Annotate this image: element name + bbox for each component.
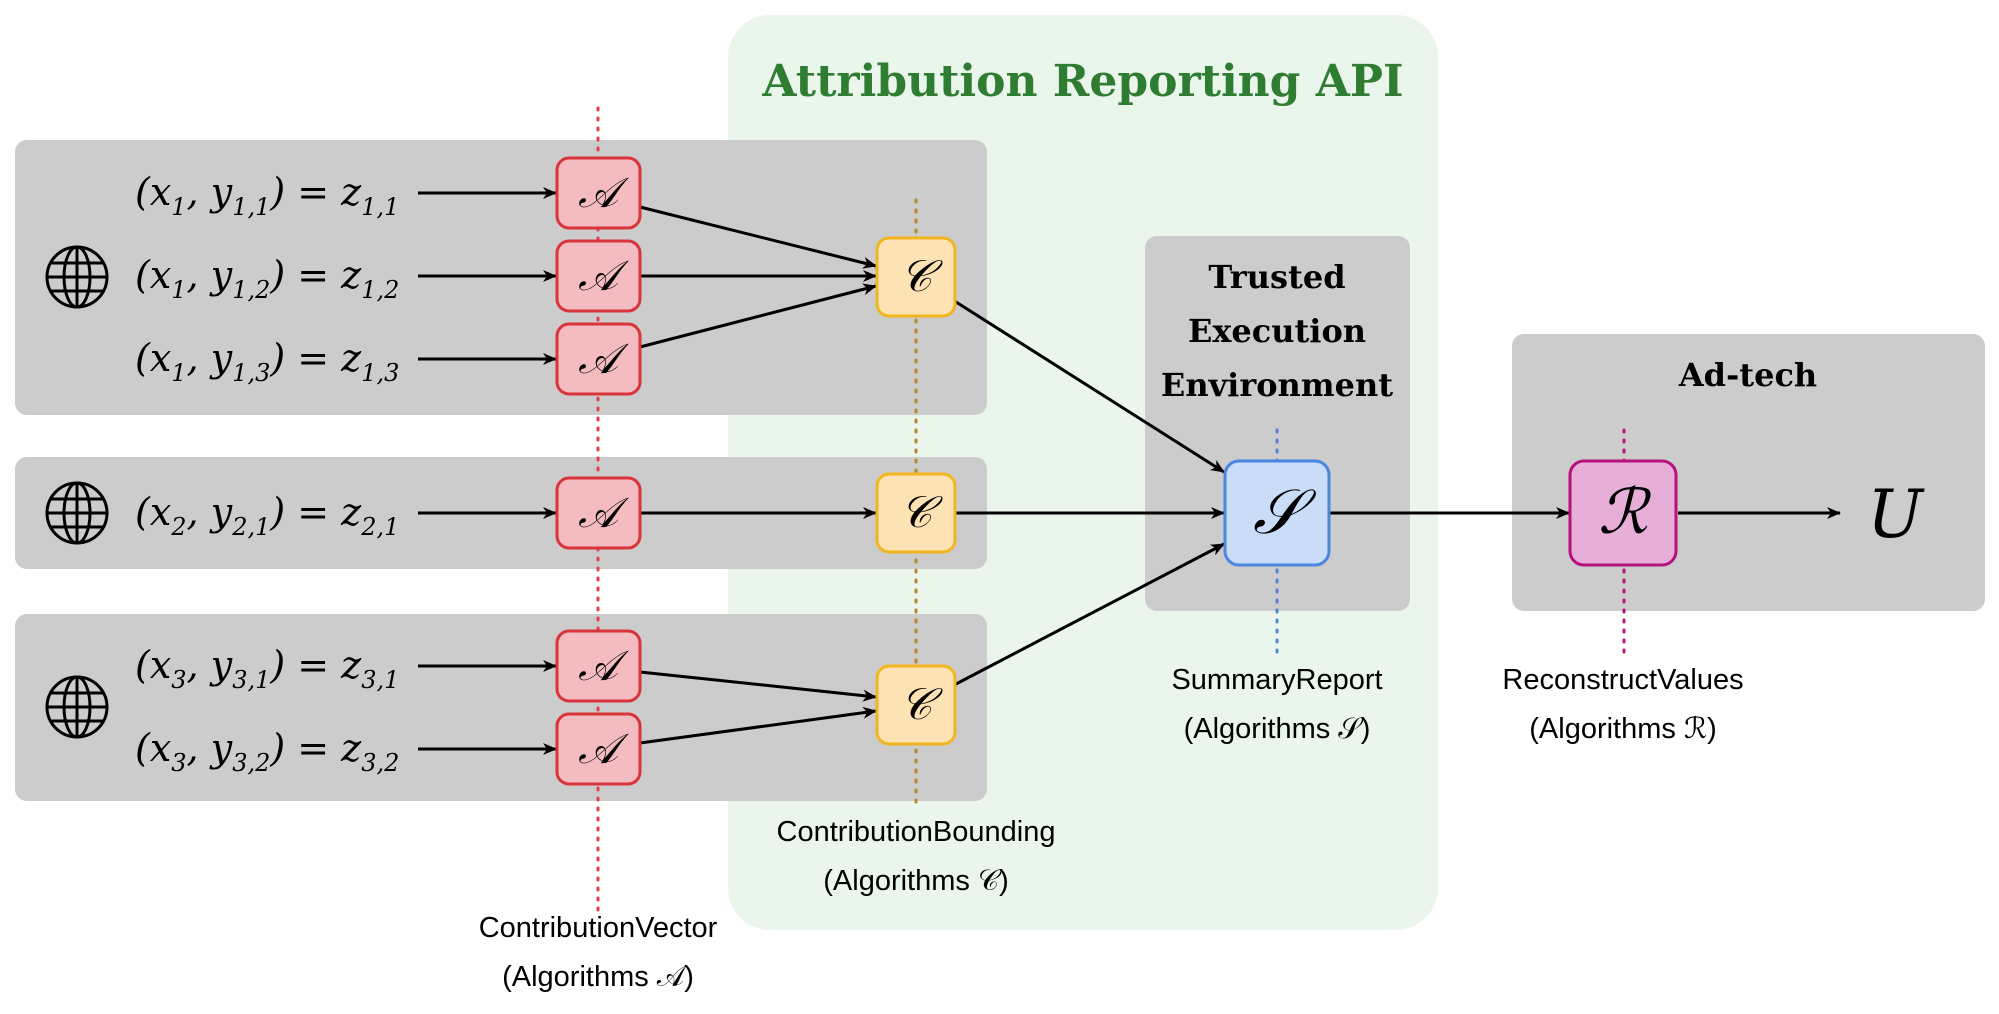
tee-title-line-1: Trusted — [1208, 258, 1345, 296]
arrow-a-3-1-to-c3 — [639, 670, 877, 702]
source-panel-3 — [15, 614, 987, 801]
globe-icon — [45, 675, 109, 739]
node-a-1-3: 𝒜 — [555, 322, 642, 396]
node-r: ℛ — [1568, 459, 1678, 567]
arrow-c3-to-s — [955, 542, 1225, 686]
globe-icon — [45, 245, 109, 309]
arrows — [418, 187, 1841, 755]
globe-icon — [45, 481, 109, 545]
label-contribution-bounding: ContributionBounding — [777, 816, 1056, 848]
node-c-3: 𝒞 — [875, 664, 957, 746]
arrow-a-3-2-to-c3 — [639, 706, 877, 745]
node-a-2-1: 𝒜 — [555, 476, 642, 550]
node-a-1-1: 𝒜 — [555, 156, 642, 230]
label-reconstruct-values: ReconstructValues — [1502, 664, 1743, 696]
node-a-3-1: 𝒜 — [555, 629, 642, 703]
node-s: 𝒮 — [1223, 459, 1331, 567]
adtech-title: Ad-tech — [1678, 356, 1817, 394]
node-a-3-2: 𝒜 — [555, 712, 642, 786]
label-contribution-bounding-algorithms: (Algorithms 𝒞) — [823, 865, 1009, 897]
tee-title-line-2: Execution — [1188, 312, 1366, 350]
output-u: U — [1867, 476, 1925, 553]
label-summary-report-algorithms: (Algorithms 𝒮) — [1184, 713, 1371, 745]
label-summary-report: SummaryReport — [1171, 664, 1382, 696]
node-a-1-2: 𝒜 — [555, 239, 642, 313]
api-title: Attribution Reporting API — [761, 56, 1403, 107]
arrow-a-1-3-to-c1 — [639, 283, 877, 349]
node-c-1: 𝒞 — [875, 236, 957, 318]
arrow-c1-to-s — [955, 300, 1225, 474]
arrow-a-1-1-to-c1 — [639, 205, 877, 269]
svg-text:ℛ: ℛ — [1598, 475, 1652, 548]
label-contribution-vector-algorithms: (Algorithms 𝒜) — [502, 961, 694, 993]
node-c-2: 𝒞 — [875, 472, 957, 554]
label-reconstruct-values-algorithms: (Algorithms ℛ) — [1529, 713, 1717, 745]
tee-title-line-3: Environment — [1161, 366, 1393, 404]
label-contribution-vector: ContributionVector — [479, 912, 718, 944]
